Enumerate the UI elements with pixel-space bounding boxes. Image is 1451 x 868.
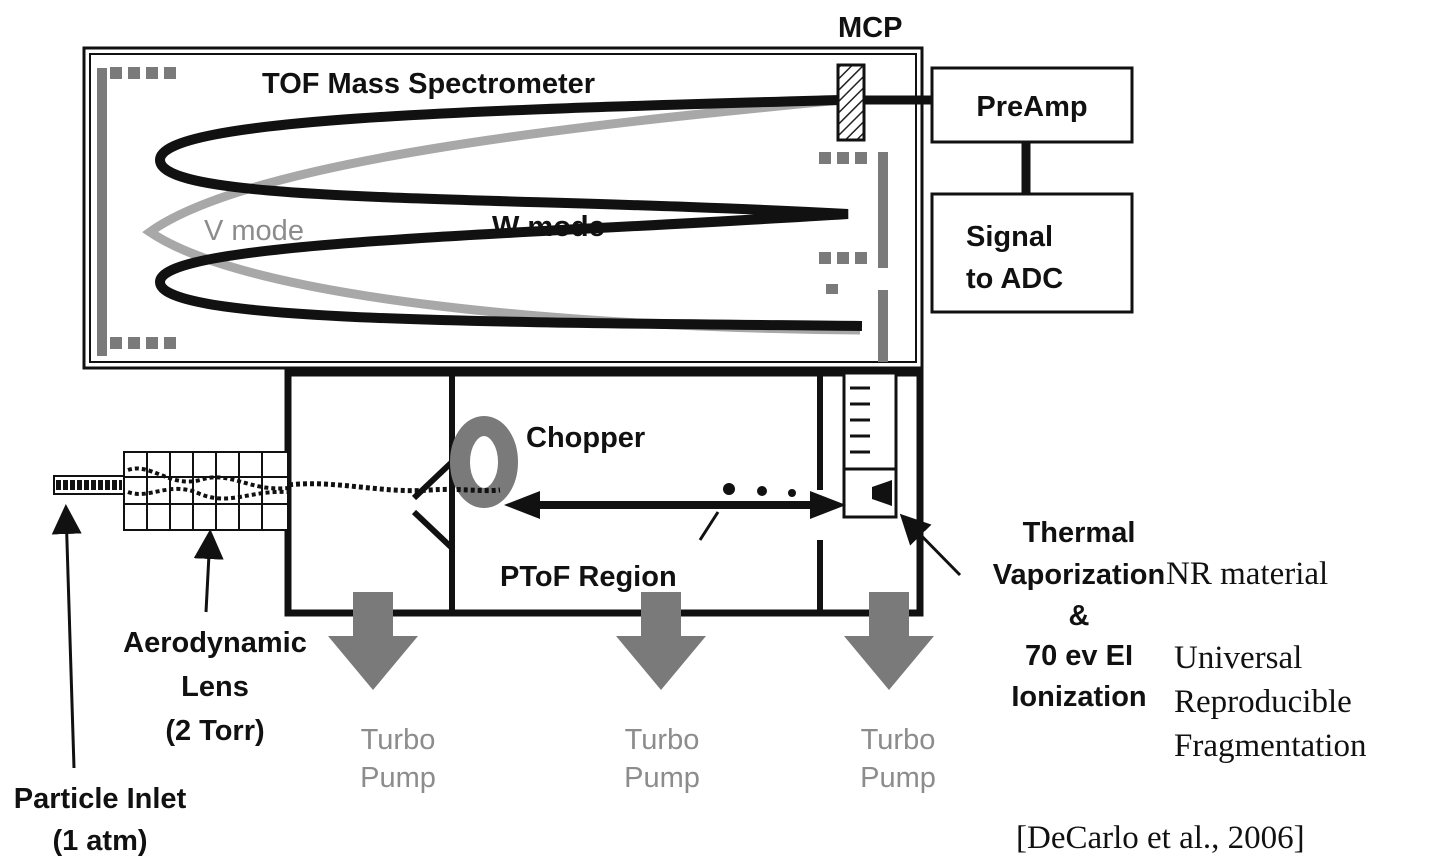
signal-label-line2: to ADC — [966, 263, 1063, 295]
turbo-pump-2-line1: Turbo — [625, 724, 700, 756]
turbo-pump-3-line2: Pump — [860, 762, 936, 794]
thermal-label-line3: & — [1069, 600, 1090, 632]
preamp-label: PreAmp — [976, 91, 1087, 123]
ptof-flight-arrow — [504, 491, 846, 541]
lens-label-line3: (2 Torr) — [165, 715, 264, 747]
tof-chamber — [82, 46, 924, 370]
particle-inlet-tube — [53, 475, 125, 495]
citation: [DeCarlo et al., 2006] — [1016, 820, 1305, 856]
w-mode-ion-path — [154, 95, 863, 331]
turbo-pump-arrow-3 — [844, 592, 934, 690]
lens-pointer-arrow — [193, 529, 224, 613]
signal-to-adc-box: Signal to ADC — [930, 192, 1134, 314]
tof-title: TOF Mass Spectrometer — [262, 68, 595, 100]
note-universal: Universal — [1174, 640, 1302, 676]
note-nr-material: NR material — [1166, 556, 1328, 592]
thermal-label-line4: 70 ev EI — [1025, 640, 1133, 672]
note-reproducible: Reproducible — [1174, 684, 1352, 720]
aerodynamic-lens — [123, 451, 289, 531]
lens-label-line2: Lens — [181, 671, 249, 703]
thermal-label-line5: Ionization — [1011, 681, 1146, 713]
turbo-pump-3-line1: Turbo — [861, 724, 936, 756]
inlet-label-line2: (1 atm) — [52, 825, 147, 857]
lens-label-line1: Aerodynamic — [123, 627, 307, 659]
v-mode-label: V mode — [204, 215, 304, 247]
chopper-label: Chopper — [526, 422, 645, 454]
chopper-wheel — [450, 416, 518, 508]
note-fragmentation: Fragmentation — [1174, 728, 1366, 764]
vaporizer-tip — [872, 480, 892, 506]
turbo-pump-1-line2: Pump — [360, 762, 436, 794]
particles-in-flight — [723, 483, 796, 497]
vaporizer-pointer-arrow — [899, 513, 962, 577]
inlet-label-line1: Particle Inlet — [14, 783, 187, 815]
turbo-pump-arrow-1 — [328, 592, 418, 690]
signal-label-line1: Signal — [966, 221, 1053, 253]
left-reflector — [97, 67, 176, 356]
ptof-region-label: PToF Region — [500, 561, 677, 593]
mcp-detector — [836, 63, 866, 142]
thermal-label-line1: Thermal — [1023, 517, 1136, 549]
w-mode-label: W mode — [492, 211, 605, 243]
turbo-pump-1-line1: Turbo — [361, 724, 436, 756]
inlet-pointer-arrow — [51, 504, 82, 769]
thermal-label-line2: Vaporization — [993, 559, 1165, 591]
turbo-pump-arrow-2 — [616, 592, 706, 690]
mcp-label: MCP — [838, 12, 902, 44]
turbo-pump-2-line2: Pump — [624, 762, 700, 794]
preamp-box: PreAmp — [930, 66, 1134, 144]
right-reflector — [819, 152, 888, 362]
ionizer-stack — [842, 371, 898, 519]
